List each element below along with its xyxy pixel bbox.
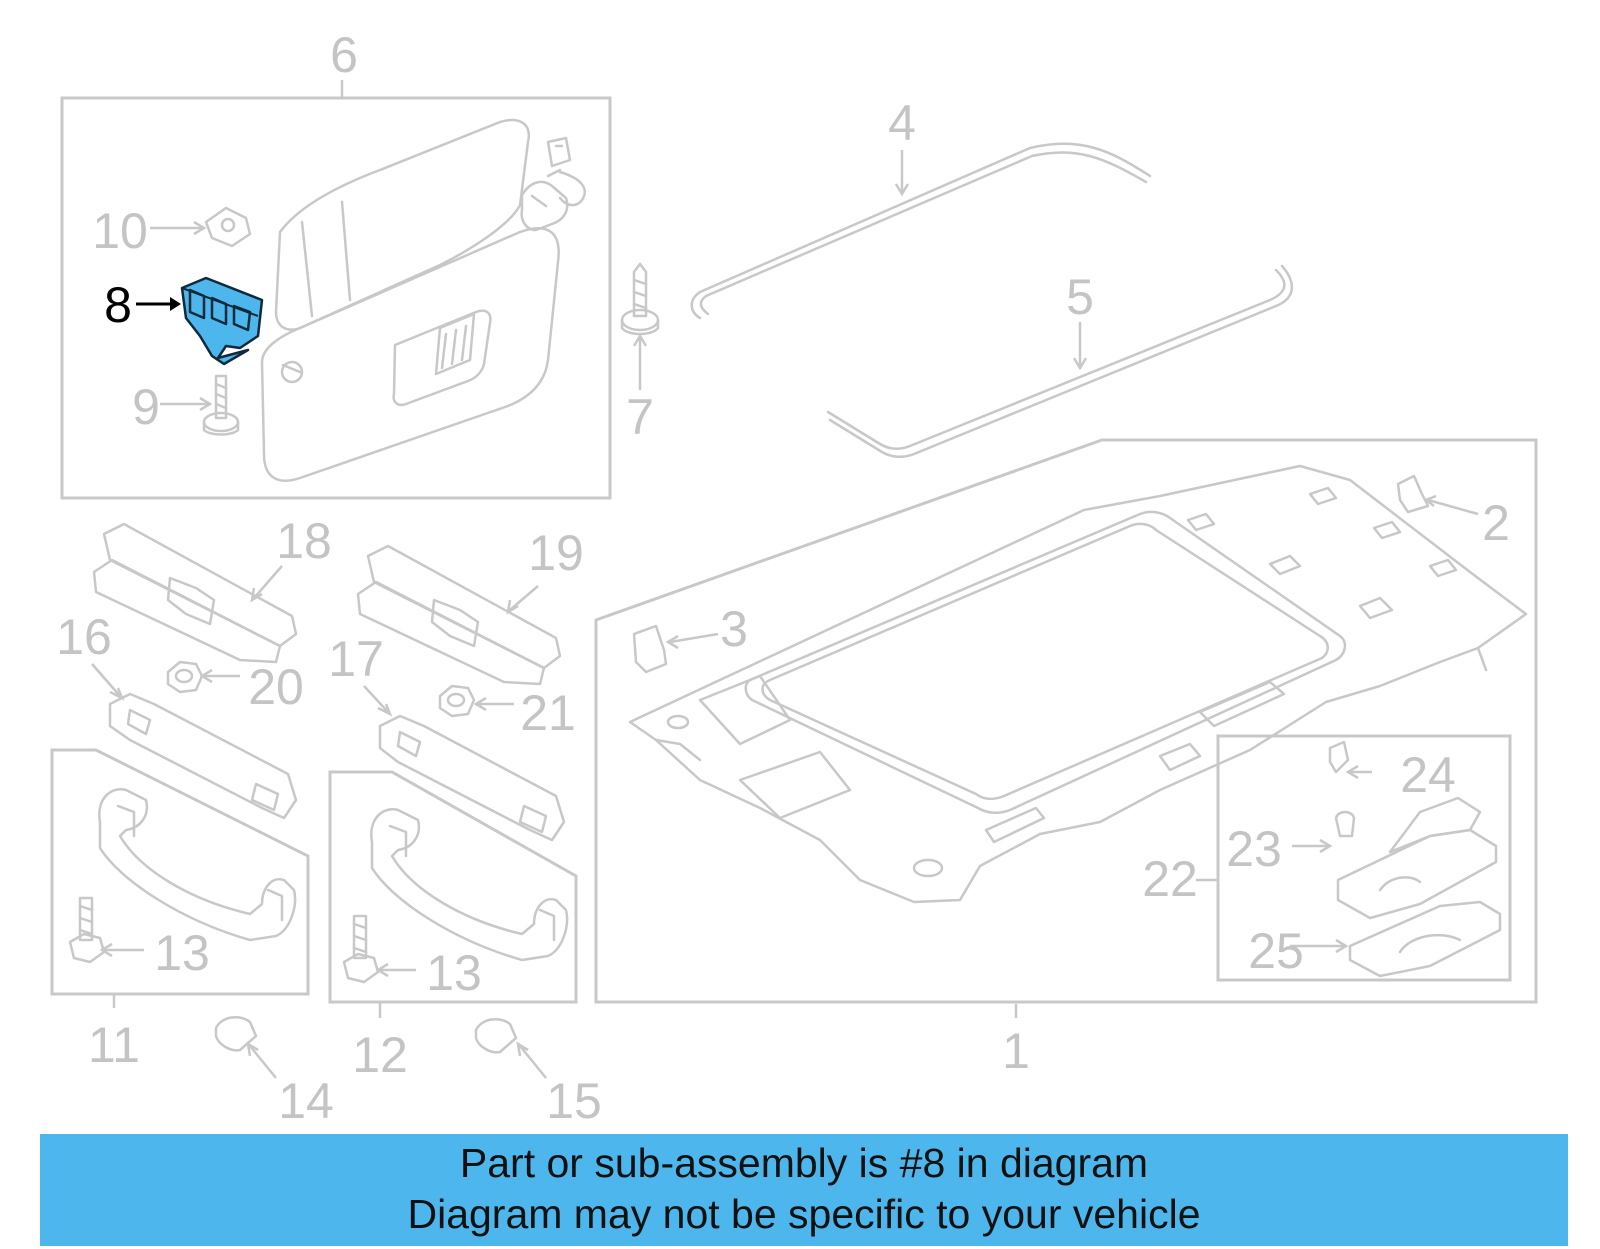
leader-lines <box>91 80 1479 1079</box>
part-21-nut <box>438 684 476 718</box>
part-8-bracket <box>180 276 264 366</box>
part-17-bracket <box>378 714 566 842</box>
banner-line-1: Part or sub-assembly is #8 in diagram <box>459 1140 1149 1186</box>
group-box-12 <box>328 770 578 1004</box>
callout-13b: 13 <box>426 945 482 1001</box>
callout-7: 7 <box>626 389 654 445</box>
part-7-bolt <box>620 262 660 336</box>
callout-15: 15 <box>546 1073 602 1129</box>
callout-17: 17 <box>328 631 384 687</box>
callout-4: 4 <box>888 95 916 151</box>
part-10-clip <box>204 206 252 248</box>
callout-2: 2 <box>1482 495 1510 551</box>
handle-bracket-19 <box>356 544 562 686</box>
callout-6: 6 <box>330 27 358 83</box>
group-box-11 <box>50 748 310 996</box>
callout-11: 11 <box>88 1017 140 1073</box>
group-box-6 <box>60 96 612 500</box>
callouts: 1 2 3 4 5 6 7 8 9 10 11 12 13 13 14 15 1… <box>56 27 1510 1129</box>
headliner <box>628 464 1528 904</box>
callout-9: 9 <box>132 379 160 435</box>
callout-23: 23 <box>1226 821 1282 877</box>
part-5-wire <box>826 264 1293 458</box>
callout-16: 16 <box>56 609 112 665</box>
callout-3: 3 <box>720 601 748 657</box>
callout-14: 14 <box>278 1073 334 1129</box>
callout-10: 10 <box>92 203 148 259</box>
part-13-bolt-b <box>342 914 380 984</box>
callout-13a: 13 <box>154 925 210 981</box>
sun-visor <box>260 118 586 482</box>
callout-18: 18 <box>276 513 332 569</box>
banner-line-2: Diagram may not be specific to your vehi… <box>407 1191 1201 1237</box>
part-16-bracket <box>108 692 298 820</box>
callout-5: 5 <box>1066 269 1094 325</box>
map-light <box>1328 740 1502 978</box>
group-box-1 <box>594 438 1538 1004</box>
part-3-clip <box>632 624 668 674</box>
info-banner: Part or sub-assembly is #8 in diagram Di… <box>40 1134 1568 1246</box>
callout-8: 8 <box>104 277 132 333</box>
group-box-22 <box>1216 734 1512 982</box>
part-9-screw <box>202 374 240 436</box>
callout-1: 1 <box>1002 1023 1030 1079</box>
callout-19: 19 <box>528 525 584 581</box>
callout-25: 25 <box>1248 923 1304 979</box>
callout-20: 20 <box>248 659 304 715</box>
part-20-nut <box>166 660 204 694</box>
handle-bracket-18 <box>92 522 298 664</box>
part-13-bolt-a <box>68 896 106 964</box>
callout-21: 21 <box>520 685 576 741</box>
grab-handle-12 <box>370 808 569 962</box>
part-4-wire <box>690 142 1152 320</box>
callout-24: 24 <box>1400 747 1456 803</box>
callout-12: 12 <box>352 1027 408 1083</box>
grab-handle-11 <box>98 788 297 942</box>
part-15-cap <box>474 1017 518 1054</box>
callout-22: 22 <box>1142 851 1198 907</box>
part-2-clip <box>1396 474 1430 514</box>
